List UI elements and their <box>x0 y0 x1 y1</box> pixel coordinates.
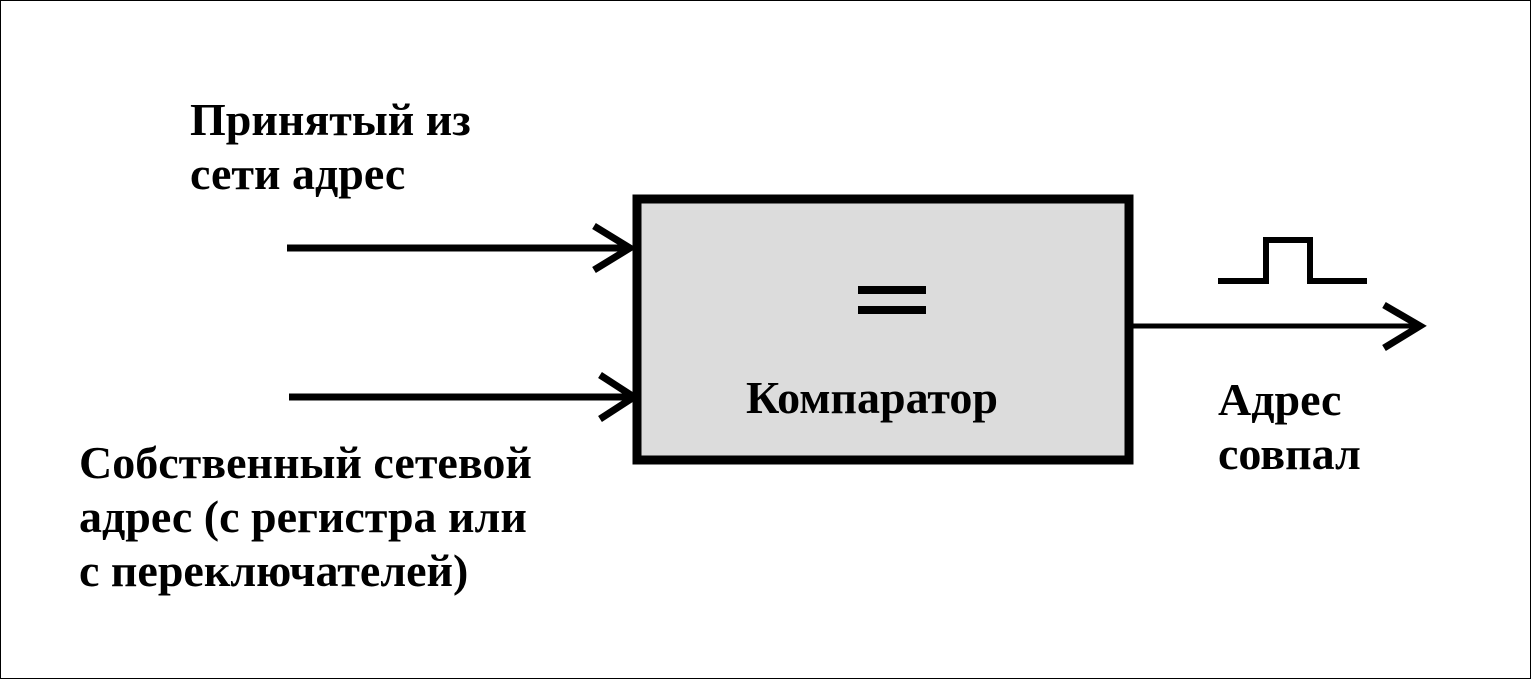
input-top-label-line: Принятый из <box>190 94 471 145</box>
comparator-label: Компаратор <box>746 372 998 423</box>
input-top-label-line: сети адрес <box>190 148 406 199</box>
input-top-arrow <box>287 223 637 273</box>
output-arrow <box>1133 301 1427 351</box>
input-bottom-arrow <box>289 372 641 422</box>
input-bottom-label-line: с переключателей) <box>79 545 469 596</box>
input-bottom-label-line: Собственный сетевой <box>79 437 532 488</box>
equals-icon <box>858 286 926 314</box>
input-bottom-label-line: адрес (с регистра или <box>79 491 527 542</box>
comparator-box <box>632 194 1134 465</box>
output-label: Адрес совпал <box>1218 373 1361 481</box>
input-bottom-label: Собственный сетевой адрес (с регистра ил… <box>79 436 532 598</box>
pulse-waveform-icon <box>1218 237 1367 284</box>
output-label-line: Адрес <box>1218 374 1342 425</box>
input-top-label: Принятый из сети адрес <box>190 93 471 201</box>
output-label-line: совпал <box>1218 428 1361 479</box>
